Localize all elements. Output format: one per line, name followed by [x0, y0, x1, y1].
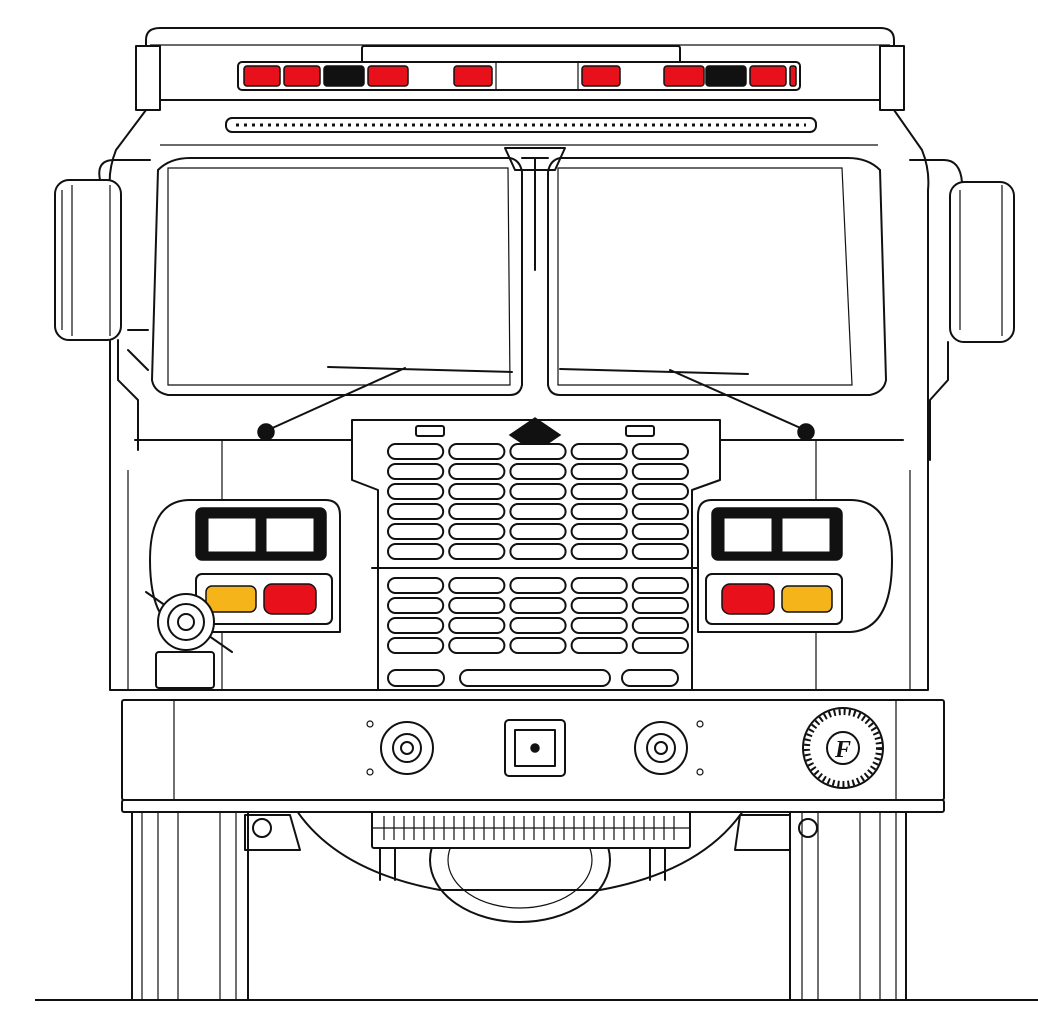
red-warning-light: [721, 583, 775, 615]
grille-slot: [448, 617, 506, 634]
grille-slot: [387, 617, 445, 634]
grille-slot: [631, 597, 689, 614]
grille-slot: [509, 503, 567, 520]
grille-slot: [570, 597, 628, 614]
grille-slot: [631, 503, 689, 520]
grille-slot: [509, 523, 567, 540]
front-tires: [131, 809, 907, 1001]
grille-slot: [387, 443, 445, 460]
grille-slot: [509, 597, 567, 614]
grille-slot: [570, 577, 628, 594]
grille-slot: [570, 483, 628, 500]
red-warning-light: [263, 583, 317, 615]
lightbar-segment: [453, 65, 493, 87]
grille-slot: [387, 577, 445, 594]
grille-slot: [387, 543, 445, 560]
led-strip: [225, 117, 817, 133]
grille-slot: [387, 463, 445, 480]
grille-slot: [448, 463, 506, 480]
lightbar-segment: [323, 65, 365, 87]
grille-slot: [448, 543, 506, 560]
grille-slot: [570, 543, 628, 560]
grille-slots-lower: [387, 577, 689, 654]
grille-slot: [509, 617, 567, 634]
grille-slot: [631, 463, 689, 480]
grille-slot: [448, 577, 506, 594]
grille-slot: [509, 577, 567, 594]
grille-slot: [448, 503, 506, 520]
grille-slot: [631, 483, 689, 500]
front-intake-valve: [145, 591, 233, 689]
grille-slot: [509, 543, 567, 560]
grille-slot: [509, 443, 567, 460]
grille-slot: [448, 483, 506, 500]
grille-slot: [570, 617, 628, 634]
amber-marker-light: [205, 585, 257, 613]
grille-slot: [509, 483, 567, 500]
headlight-right: [697, 499, 893, 633]
grille-slot: [570, 463, 628, 480]
grille-slot: [631, 577, 689, 594]
grille-slot: [448, 597, 506, 614]
lightbar-segment: [749, 65, 787, 87]
lightbar-segment: [243, 65, 281, 87]
grille-slot: [448, 523, 506, 540]
lightbar: [237, 61, 801, 91]
wipers: [257, 366, 815, 441]
grille-slot: [631, 443, 689, 460]
lightbar-segment: [283, 65, 321, 87]
grille-slot: [631, 543, 689, 560]
grille-slot: [570, 503, 628, 520]
grille-slot: [448, 443, 506, 460]
grille-slot: [387, 503, 445, 520]
side-mirrors: [54, 159, 1015, 461]
lightbar-segment: [789, 65, 797, 87]
grille-slot: [387, 597, 445, 614]
grille-slot: [570, 637, 628, 654]
grille-slot: [631, 637, 689, 654]
grille-slot: [631, 617, 689, 634]
front-bumper: F: [121, 699, 945, 813]
windshield: [151, 147, 887, 396]
undercarriage: [244, 797, 818, 923]
bumper-emblem: F: [802, 707, 884, 789]
amber-marker-light: [781, 585, 833, 613]
grille-slot: [509, 463, 567, 480]
grille-slot: [387, 637, 445, 654]
grille-slot: [387, 523, 445, 540]
lightbar-segment: [663, 65, 705, 87]
bumper-emblem-letter: F: [834, 737, 851, 763]
grille-slot: [387, 483, 445, 500]
lightbar-segment: [705, 65, 747, 87]
lightbar-segment: [581, 65, 621, 87]
grille-slot: [509, 637, 567, 654]
grille-slot: [570, 523, 628, 540]
radiator-fins: [383, 816, 675, 840]
grille-slot: [448, 637, 506, 654]
grille-slot: [570, 443, 628, 460]
lightbar-segment: [367, 65, 409, 87]
grille-slots-upper: [387, 443, 689, 560]
grille: [351, 417, 721, 691]
grille-slot: [631, 523, 689, 540]
